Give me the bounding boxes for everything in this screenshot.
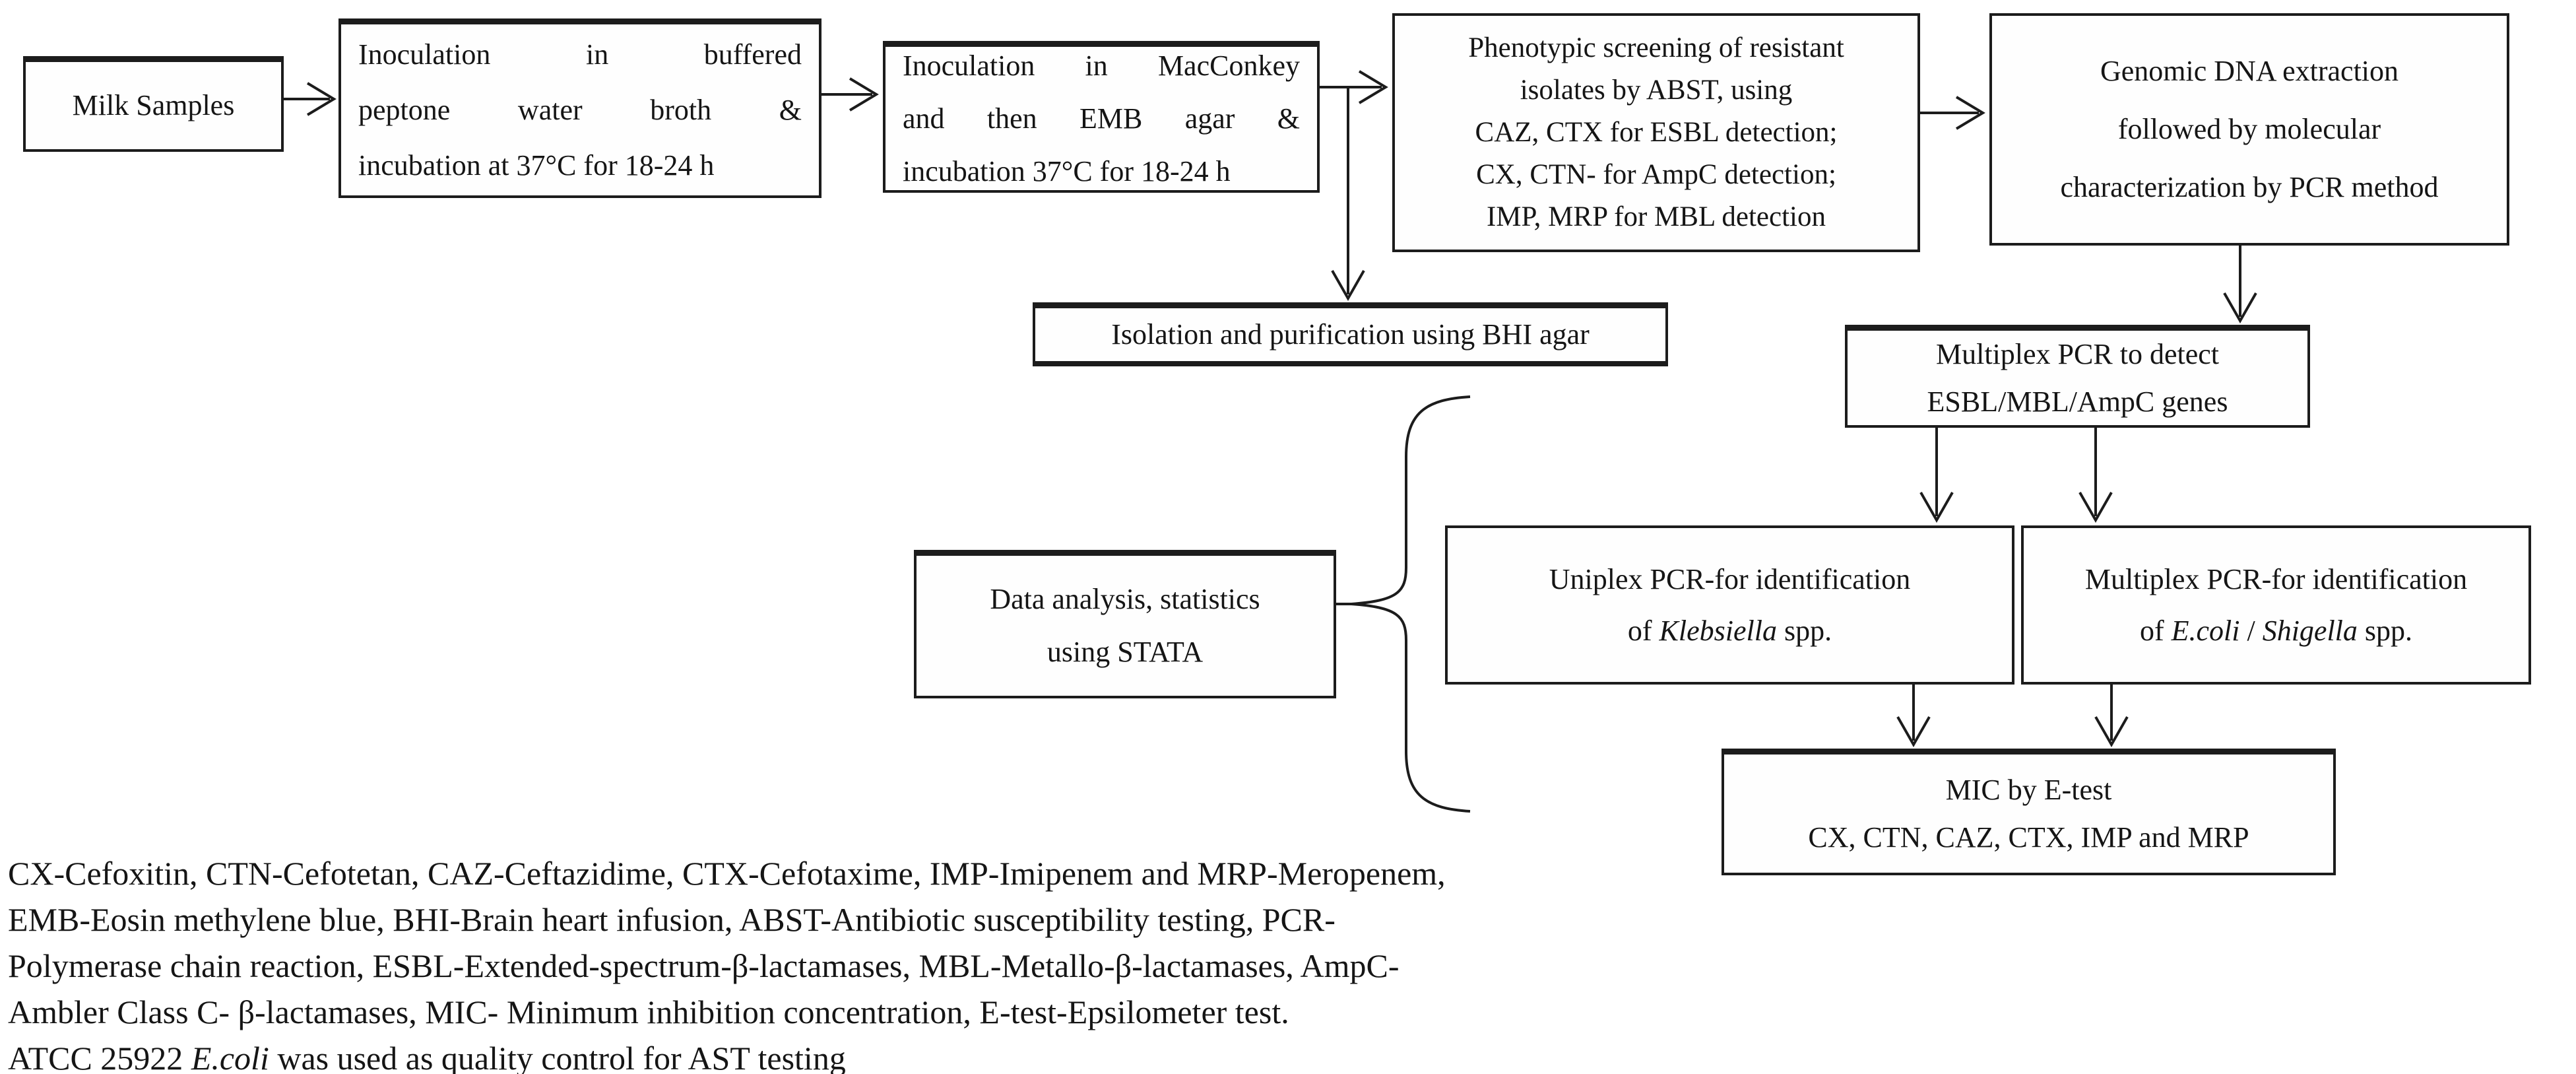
arrow-drop-to-isolation — [1331, 87, 1365, 302]
box-text-line: Inoculation in buffered — [358, 38, 802, 71]
legend-line-2: EMB-Eosin methylene blue, BHI-Brain hear… — [8, 901, 1336, 938]
box-text-line: CAZ, CTX for ESBL detection; — [1475, 117, 1838, 148]
box-isolation-bhi: Isolation and purification using BHI aga… — [1033, 302, 1668, 366]
legend-line-4: Ambler Class C- β-lactamases, MIC- Minim… — [8, 993, 1289, 1030]
box-text-line: isolates by ABST, using — [1520, 75, 1793, 106]
box-text-line: Isolation and purification using BHI aga… — [1111, 318, 1590, 351]
legend-line-1: CX-Cefoxitin, CTN-Cefotetan, CAZ-Ceftazi… — [8, 855, 1446, 892]
box-text-line: incubation at 37°C for 18-24 h — [358, 149, 715, 182]
box-uniplex-pcr: Uniplex PCR-for identification of Klebsi… — [1445, 525, 2014, 685]
arrow-macconkey-to-phenotypic — [1320, 70, 1388, 104]
box-text-line: Uniplex PCR-for identification — [1549, 562, 1911, 595]
box-text-line: peptone water broth & — [358, 93, 802, 126]
box-text-line: and then EMB agar & — [903, 102, 1300, 135]
text-segment: spp. — [2357, 614, 2413, 647]
box-text-line: Data analysis, statistics — [990, 583, 1260, 615]
arrow-milk-to-peptone — [284, 82, 337, 116]
arrow-phenotypic-to-genomic — [1920, 96, 1985, 130]
box-multiplex-pcr-detect: Multiplex PCR to detect ESBL/MBL/AmpC ge… — [1845, 325, 2310, 428]
legend-line-3: Polymerase chain reaction, ESBL-Extended… — [8, 947, 1400, 984]
box-data-analysis: Data analysis, statistics using STATA — [914, 550, 1336, 698]
box-milk-samples: Milk Samples — [23, 56, 284, 152]
box-text-line: followed by molecular — [2117, 113, 2381, 145]
box-phenotypic-screening: Phenotypic screening of resistant isolat… — [1392, 13, 1920, 252]
abbreviation-legend: CX-Cefoxitin, CTN-Cefotetan, CAZ-Ceftazi… — [8, 850, 1625, 1074]
box-genomic-dna: Genomic DNA extraction followed by molec… — [1989, 13, 2509, 246]
box-text-line: MIC by E-test — [1945, 773, 2112, 806]
box-text-line: using STATA — [1046, 636, 1204, 668]
text-segment: / — [2239, 614, 2263, 647]
box-text-line: Genomic DNA extraction — [2100, 55, 2399, 87]
box-peptone-broth: Inoculation in buffered peptone water br… — [338, 18, 821, 198]
box-text-line: of Klebsiella spp. — [1465, 605, 1995, 657]
box-text-line: CX, CTN, CAZ, CTX, IMP and MRP — [1808, 821, 2249, 854]
text-segment: ATCC 25922 — [8, 1040, 191, 1074]
box-text-line: IMP, MRP for MBL detection — [1486, 201, 1826, 232]
box-text-line: CX, CTN- for AmpC detection; — [1476, 159, 1836, 190]
species-italic: E.coli — [191, 1040, 269, 1074]
box-text-line: incubation 37°C for 18-24 h — [903, 154, 1231, 187]
text-segment: was used as quality control for AST test… — [269, 1040, 846, 1074]
box-text-line: Milk Samples — [72, 89, 235, 121]
box-text-line: characterization by PCR method — [2060, 171, 2439, 203]
arrow-peptone-to-macconkey — [821, 77, 879, 112]
species-italic: Klebsiella — [1659, 614, 1777, 647]
box-text-line: Multiplex PCR-for identification — [2084, 562, 2468, 595]
arrow-multiplex-detect-to-multiplex-id — [2078, 428, 2113, 523]
box-text-line: Inoculation in MacConkey — [903, 49, 1300, 82]
text-segment: spp. — [1776, 614, 1832, 647]
box-multiplex-pcr-id: Multiplex PCR-for identification of E.co… — [2021, 525, 2531, 685]
arrow-multiplex-id-to-mic — [2094, 685, 2129, 748]
species-italic: Shigella — [2262, 614, 2358, 647]
box-text-line: ESBL/MBL/AmpC genes — [1927, 385, 2228, 418]
box-text-line: Phenotypic screening of resistant — [1468, 32, 1844, 63]
legend-line-5: ATCC 25922 E.coli was used as quality co… — [8, 1035, 1625, 1074]
box-text-line: Multiplex PCR to detect — [1936, 337, 2219, 370]
arrow-multiplex-detect-to-uniplex — [1919, 428, 1954, 523]
arrow-genomic-to-multiplex-detect — [2223, 246, 2257, 324]
species-italic: E.coli — [2171, 614, 2240, 647]
box-mic-etest: MIC by E-test CX, CTN, CAZ, CTX, IMP and… — [1722, 749, 2336, 875]
box-macconkey-emb: Inoculation in MacConkey and then EMB ag… — [883, 41, 1320, 193]
arrow-uniplex-to-mic — [1896, 685, 1931, 748]
box-text-line: of E.coli / Shigella spp. — [2041, 605, 2511, 657]
text-segment: of — [1627, 614, 1659, 647]
text-segment: of — [2139, 614, 2172, 647]
